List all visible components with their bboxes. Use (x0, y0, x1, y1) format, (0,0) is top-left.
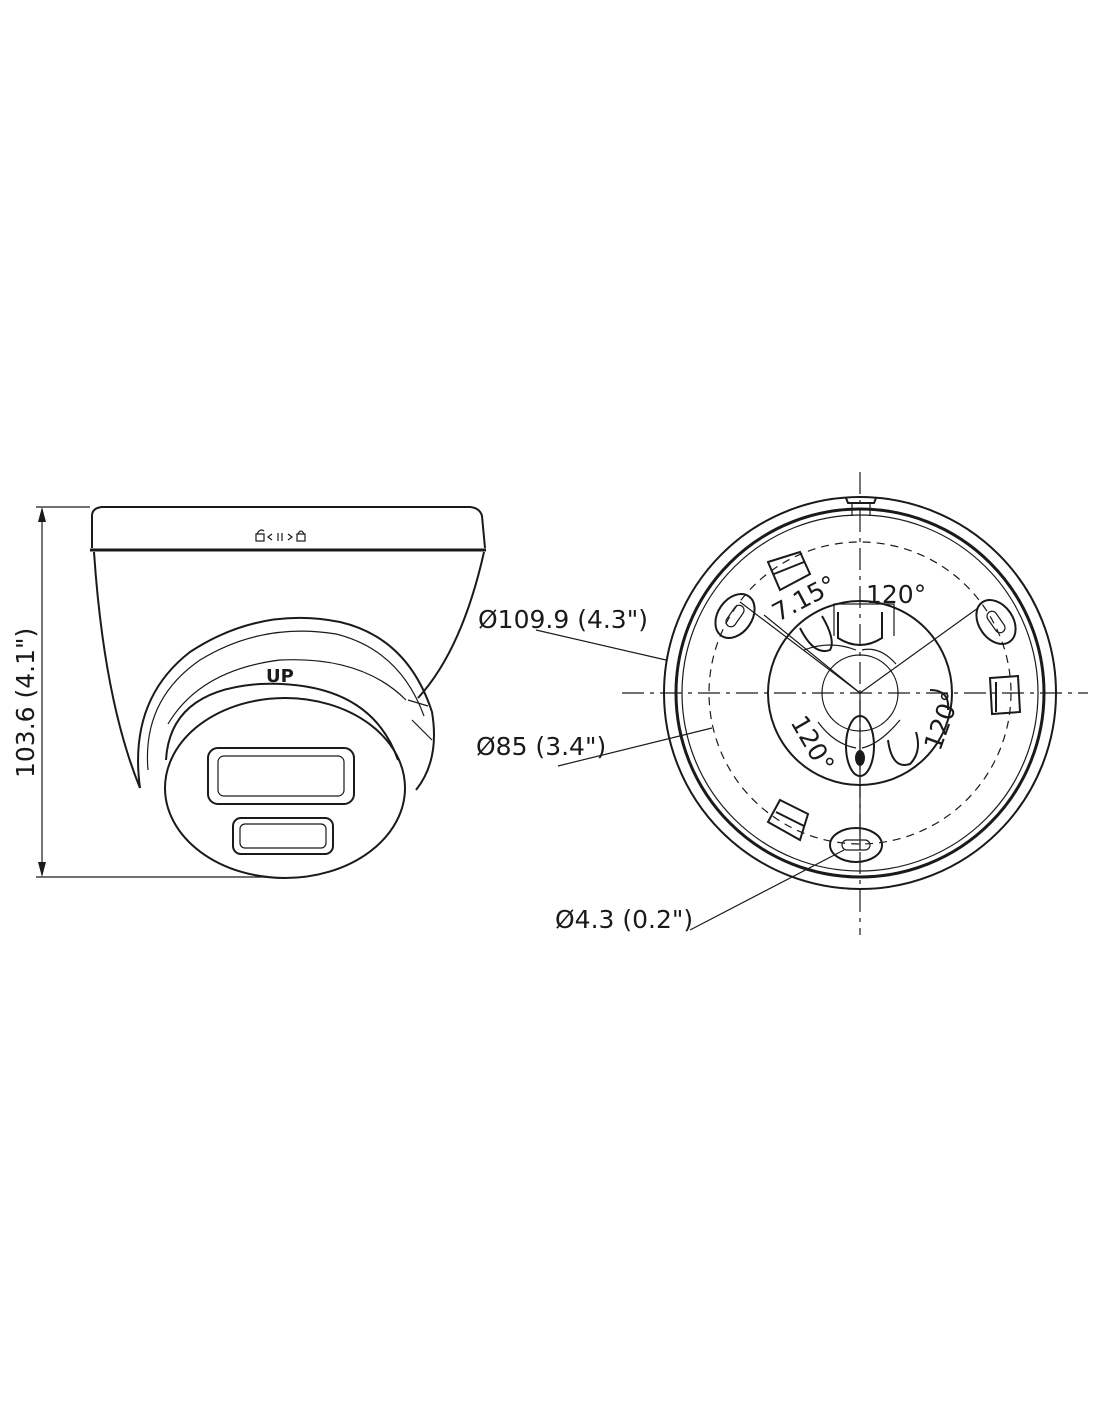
mounting-hole-bottom (829, 827, 883, 863)
hole-circle-diameter-label: Ø85 (3.4") (476, 732, 606, 761)
outer-diameter-leader (535, 629, 667, 661)
hole-circle-leader (557, 727, 713, 767)
hole-circle (708, 541, 1012, 845)
right-angle-label: 120° (918, 688, 966, 755)
screw-hole-leader (689, 849, 845, 931)
camera-ir-window (232, 817, 334, 855)
side-view: UP 103.6 (4.1") (11, 506, 486, 879)
height-dimension-label: 103.6 (4.1") (11, 628, 40, 778)
camera-lens-face (164, 697, 406, 879)
mounting-hole-right (975, 599, 1017, 645)
clip-bottom-left (766, 798, 810, 842)
outer-diameter-circle (663, 496, 1057, 890)
offset-angle-label: 7.15° (767, 570, 841, 628)
camera-top-cap (91, 506, 486, 549)
mounting-hole-left (714, 593, 756, 639)
camera-lens-window (207, 747, 355, 805)
up-label: UP (266, 666, 294, 687)
outer-diameter-label: Ø109.9 (4.3") (478, 605, 648, 634)
screw-hole-diameter-label: Ø4.3 (0.2") (555, 905, 693, 934)
clip-top-left (766, 550, 812, 592)
lock-icon (255, 529, 306, 542)
bottom-view: 7.15° 120° 120° 120° Ø109.9 (4.3") Ø85 (… (476, 472, 1088, 935)
left-angle-label: 120° (785, 711, 840, 778)
clip-right (988, 674, 1022, 716)
camera-body-outline (93, 551, 485, 789)
camera-ball-ring (137, 616, 435, 791)
top-angle-label: 120° (866, 580, 926, 609)
